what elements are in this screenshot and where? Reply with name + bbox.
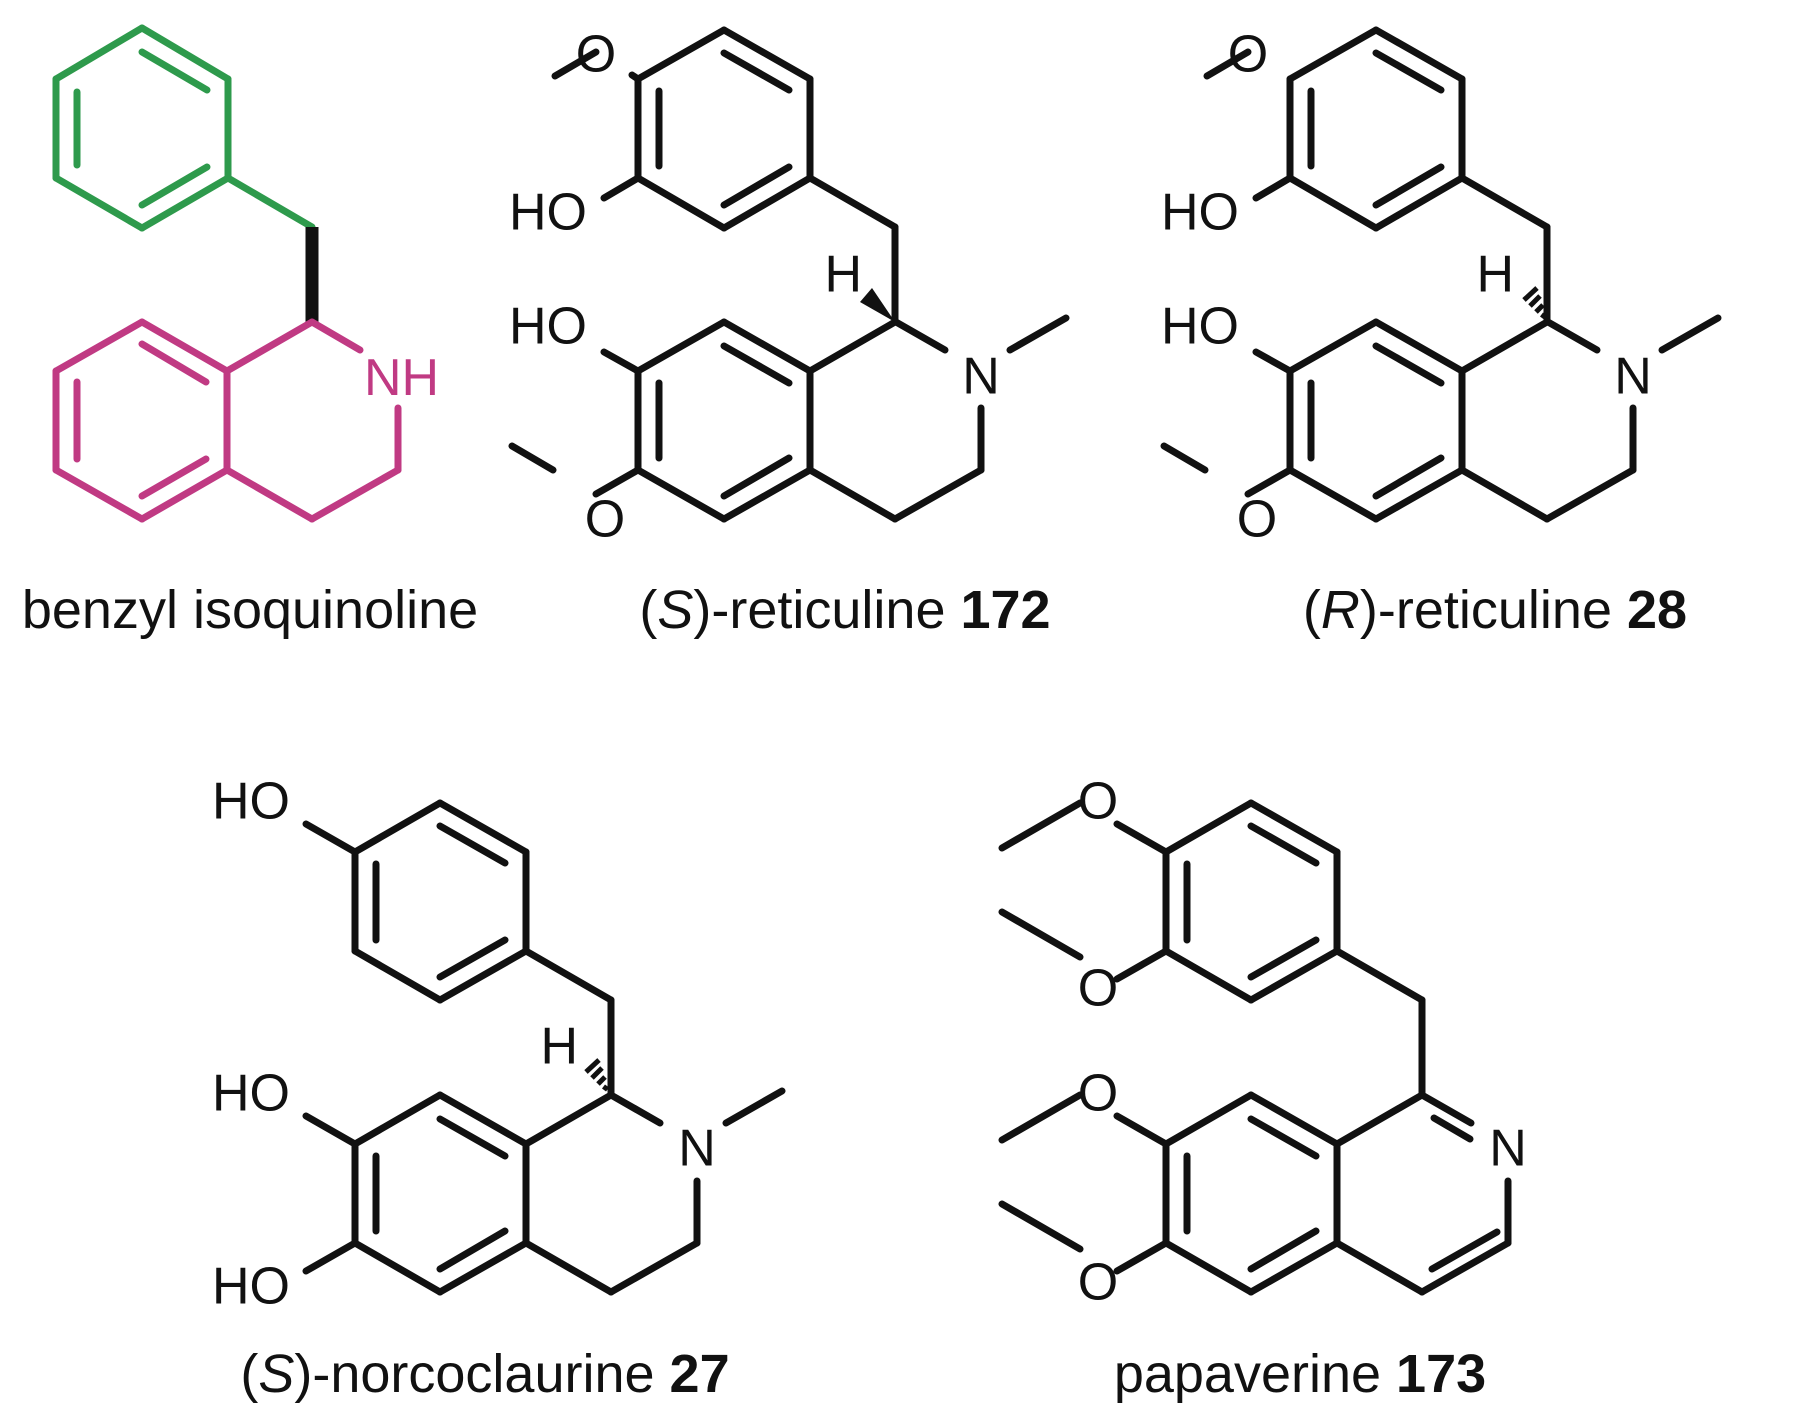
s-reticuline-bonds bbox=[551, 26, 1070, 523]
stereo-descriptor: R bbox=[1321, 580, 1360, 640]
label-benzyl-isoquinoline: benzyl isoquinoline bbox=[22, 580, 478, 640]
ho-atom: HO bbox=[212, 1065, 290, 1123]
label-r-reticuline: (R)-reticuline 28 bbox=[1303, 580, 1687, 640]
o-atom: O bbox=[1078, 1254, 1118, 1312]
paren-open: ( bbox=[639, 580, 657, 640]
compound-name: )-reticuline bbox=[1360, 580, 1627, 640]
ho-atom: HO bbox=[509, 184, 587, 242]
h-atom: H bbox=[824, 246, 862, 304]
paren-open: ( bbox=[240, 1344, 258, 1404]
compound-number: 172 bbox=[960, 580, 1050, 640]
o-atom: O bbox=[1228, 26, 1268, 84]
wedge-h bbox=[860, 288, 895, 322]
o-atom: O bbox=[576, 26, 616, 84]
isoquinoline-rings bbox=[52, 318, 402, 523]
ome-bottom-methyl bbox=[508, 442, 557, 474]
s-norcoclaurine-structure: HO H HO HO N bbox=[212, 773, 786, 1316]
papaverine-bonds bbox=[998, 799, 1512, 1296]
stereo-descriptor: S bbox=[657, 580, 693, 640]
papaverine-structure: O O O O N bbox=[998, 773, 1527, 1312]
nh-atom: NH bbox=[364, 349, 439, 407]
compound-name: benzyl isoquinoline bbox=[22, 580, 478, 640]
ho-atom: HO bbox=[1161, 298, 1239, 356]
compound-name: )-reticuline bbox=[693, 580, 960, 640]
paren-open: ( bbox=[1303, 580, 1321, 640]
label-s-reticuline: (S)-reticuline 172 bbox=[639, 580, 1050, 640]
r-reticuline-bonds bbox=[1160, 26, 1722, 523]
n-atom: N bbox=[1489, 1120, 1527, 1178]
s-norcoclaurine-bonds bbox=[302, 799, 786, 1296]
o-atom: O bbox=[1237, 491, 1277, 549]
r-reticuline-structure: O HO HO O H N bbox=[1160, 26, 1722, 549]
s-reticuline-structure: O HO HO O H N bbox=[508, 26, 1070, 549]
label-s-norcoclaurine: (S)-norcoclaurine 27 bbox=[240, 1344, 729, 1404]
o-atom: O bbox=[1078, 1065, 1118, 1123]
n-atom: N bbox=[1614, 348, 1652, 406]
compound-number: 28 bbox=[1627, 580, 1687, 640]
label-papaverine: papaverine 173 bbox=[1114, 1344, 1486, 1404]
hash-wedge-h bbox=[1522, 286, 1547, 320]
benzyl-isoquinoline-structure: NH bbox=[52, 24, 439, 523]
compound-number: 27 bbox=[670, 1344, 730, 1404]
h-atom: H bbox=[1476, 246, 1514, 304]
ho-atom: HO bbox=[212, 1258, 290, 1316]
o-atom: O bbox=[585, 491, 625, 549]
compound-name: )-norcoclaurine bbox=[294, 1344, 669, 1404]
h-atom: H bbox=[540, 1018, 578, 1076]
hash-wedge-h bbox=[584, 1058, 609, 1092]
compound-number: 173 bbox=[1396, 1344, 1486, 1404]
stereo-descriptor: S bbox=[258, 1344, 294, 1404]
o-atom: O bbox=[1078, 960, 1118, 1018]
ho-atom: HO bbox=[212, 773, 290, 831]
ho-atom: HO bbox=[509, 298, 587, 356]
compound-name: papaverine bbox=[1114, 1344, 1396, 1404]
ho-atom: HO bbox=[1161, 184, 1239, 242]
benzyl-phenyl-ring bbox=[52, 24, 316, 232]
o-atom: O bbox=[1078, 773, 1118, 831]
n-atom: N bbox=[962, 348, 1000, 406]
n-atom: N bbox=[678, 1120, 716, 1178]
